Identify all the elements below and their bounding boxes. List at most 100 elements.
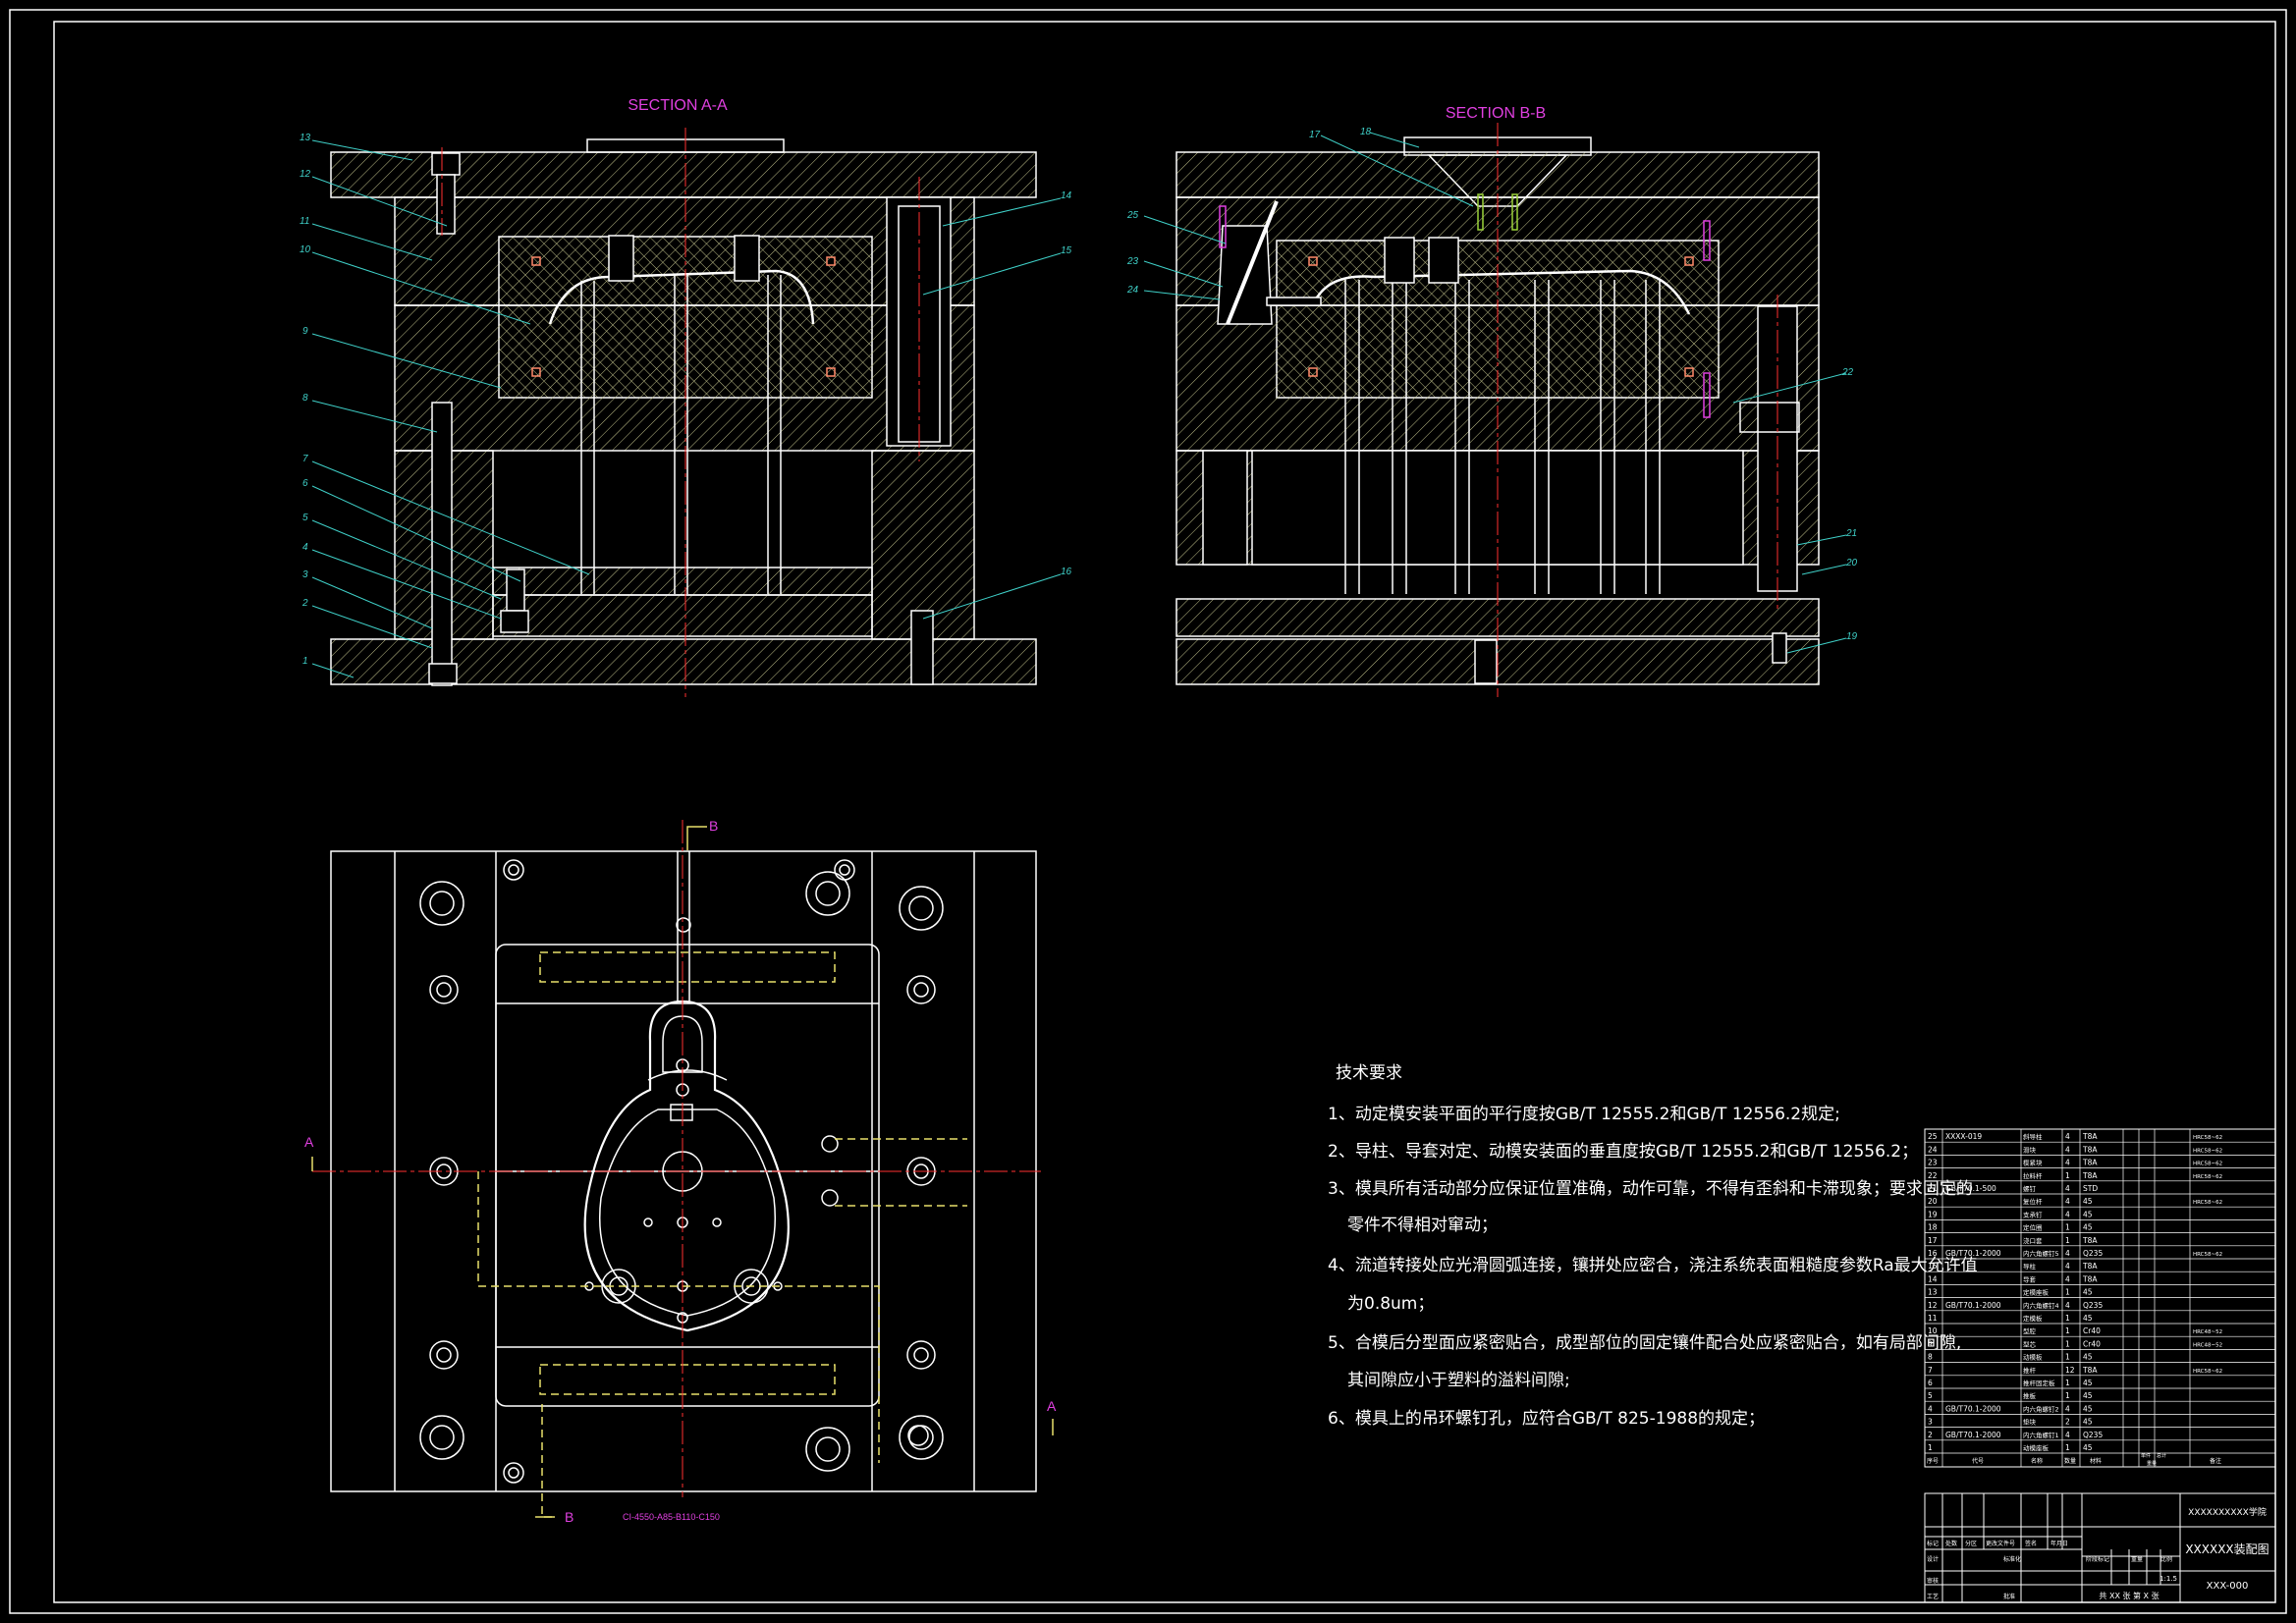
- school-name: XXXXXXXXXX学院: [2188, 1506, 2267, 1518]
- balloon-19: 19: [1846, 631, 1858, 642]
- bom-cell-code: GB/T70.1-2000: [1945, 1301, 2001, 1310]
- bom-cell-qty: 4: [2065, 1210, 2070, 1218]
- balloon-24: 24: [1126, 285, 1139, 296]
- label-approve: 批准: [2003, 1593, 2015, 1600]
- bom-cell-no: 16: [1928, 1249, 1938, 1258]
- bom-cell-note: HRC58~62: [2193, 1162, 2222, 1167]
- bom-cell-material: T8A: [2082, 1236, 2098, 1245]
- bom-cell-name: 内六角螺钉4: [2023, 1301, 2059, 1310]
- bom-cell-qty: 4: [2065, 1132, 2070, 1141]
- balloon-1: 1: [302, 656, 308, 667]
- tech-line-6: 为0.8um；: [1347, 1294, 1434, 1314]
- bom-cell-note: HRC48~52: [2193, 1329, 2222, 1335]
- bom-cell-name: 浇口套: [2023, 1236, 2043, 1245]
- bom-cell-name: 内六角螺钉1: [2023, 1431, 2059, 1439]
- label-mark: 标记: [1927, 1540, 1939, 1547]
- balloon-23: 23: [1126, 256, 1139, 267]
- balloon-18: 18: [1360, 127, 1372, 137]
- bom-cell-name: 滑块: [2023, 1145, 2037, 1154]
- tech-title: 技术要求: [1336, 1063, 1402, 1083]
- balloon-13: 13: [300, 133, 311, 143]
- bom-cell-no: 19: [1928, 1210, 1938, 1218]
- bom-cell-name: 垫块: [2023, 1418, 2037, 1427]
- bom-cell-name: 型腔: [2023, 1326, 2037, 1335]
- bom-cell-note: HRC58~62: [2193, 1200, 2222, 1206]
- bom-cell-no: 5: [1928, 1391, 1933, 1400]
- bom-cell-qty: 4: [2065, 1274, 2070, 1283]
- bom-cell-name: 复位杆: [2023, 1197, 2043, 1206]
- bom-cell-qty: 4: [2065, 1249, 2070, 1258]
- balloon-7: 7: [302, 454, 308, 464]
- bom-cell-name: 支承钉: [2023, 1210, 2043, 1218]
- bom-cell-no: 12: [1928, 1301, 1938, 1310]
- bom-cell-material: 45: [2083, 1223, 2093, 1232]
- section-aa-balloons: 1 2 3 4 5 6 7 8 9 10 11 12 13 14 15 16: [300, 133, 1072, 667]
- tech-line-3: 3、模具所有活动部分应保证位置准确，动作可靠，不得有歪斜和卡滞现象；要求固定的: [1328, 1179, 1973, 1199]
- section-mark-labels: B B A A CI-4550-A85-B110-C150: [304, 818, 1057, 1525]
- bom-cell-name: 推杆: [2023, 1366, 2037, 1375]
- hidden-features: [477, 951, 967, 1518]
- bom-cell-material: T8A: [2082, 1366, 2098, 1375]
- tech-line-1: 1、动定模安装平面的平行度按GB/T 12555.2和GB/T 12556.2规…: [1328, 1105, 1840, 1124]
- title-block-text: XXXXXXXXXX学院 XXXXXX装配图 XXX-000 共 XX 张 第 …: [1927, 1506, 2269, 1600]
- bom-cell-code: GB/T70.1-2000: [1945, 1404, 2001, 1413]
- label-change-no: 更改文件号: [1986, 1540, 2015, 1547]
- bom-cell-name: 推杆固定板: [2023, 1379, 2055, 1387]
- bom-header-no: 序号: [1927, 1457, 1939, 1465]
- label-check: 审核: [1927, 1577, 1939, 1585]
- bom-cell-no: 7: [1928, 1366, 1933, 1375]
- tech-line-7: 5、合模后分型面应紧密贴合，成型部位的固定镶件配合处应紧密贴合，如有局部间隙,: [1328, 1332, 1961, 1353]
- bom-cell-qty: 12: [2065, 1366, 2075, 1375]
- bom-cell-name: 内六角螺钉2: [2023, 1404, 2059, 1413]
- balloon-17: 17: [1309, 130, 1321, 140]
- section-mark-a-right: A: [1047, 1398, 1057, 1414]
- bom-cell-name: 斜导柱: [2023, 1132, 2043, 1141]
- label-date: 年月日: [2050, 1540, 2068, 1547]
- bom-cell-note: HRC58~62: [2193, 1148, 2222, 1154]
- bom-cell-material: 45: [2083, 1379, 2093, 1387]
- bom-cell-name: 动模座板: [2023, 1443, 2050, 1452]
- guide-pin-holes: [419, 871, 944, 1472]
- technical-requirements: 技术要求 1、动定模安装平面的平行度按GB/T 12555.2和GB/T 125…: [1328, 1063, 1978, 1429]
- section-bb-balloons: 17 18 19 20 21 22 23 24 25: [1126, 127, 1858, 642]
- bom-cell-material: 45: [2083, 1404, 2093, 1413]
- bom-cell-note: HRC48~52: [2193, 1342, 2222, 1348]
- bom-cell-qty: 1: [2065, 1443, 2070, 1452]
- balloon-8: 8: [302, 393, 308, 404]
- tech-line-5: 4、流道转接处应光滑圆弧连接，镶拼处应密合，浇注系统表面粗糙度参数Ra最大允许值: [1328, 1255, 1978, 1275]
- balloon-4: 4: [302, 542, 308, 553]
- balloon-3: 3: [302, 569, 308, 580]
- section-mark-b-bottom: B: [565, 1509, 574, 1525]
- bom-cell-no: 17: [1928, 1236, 1938, 1245]
- bom-cell-qty: 4: [2065, 1431, 2070, 1439]
- bom-cell-material: Cr40: [2083, 1326, 2101, 1335]
- balloon-25: 25: [1126, 210, 1139, 221]
- scale-value: 1:1.5: [2159, 1575, 2177, 1583]
- bom-cell-qty: 1: [2065, 1391, 2070, 1400]
- bom-cell-qty: 1: [2065, 1379, 2070, 1387]
- bom-cell-note: HRC58~62: [2193, 1369, 2222, 1375]
- bom-cell-no: 25: [1928, 1132, 1938, 1141]
- bom-cell-material: T8A: [2082, 1132, 2098, 1141]
- bom-cell-note: HRC58~62: [2193, 1174, 2222, 1180]
- bom-cell-qty: 4: [2065, 1184, 2070, 1193]
- bom-cell-material: STD: [2083, 1184, 2098, 1193]
- bom-cell-material: T8A: [2082, 1262, 2098, 1271]
- bom-cell-no: 11: [1928, 1314, 1938, 1323]
- balloon-15: 15: [1061, 245, 1072, 256]
- plan-spec-code: CI-4550-A85-B110-C150: [623, 1512, 720, 1522]
- label-count: 处数: [1945, 1540, 1957, 1547]
- bom-cell-material: 45: [2083, 1418, 2093, 1427]
- section-bb-title: SECTION B-B: [1446, 105, 1546, 122]
- balloon-16: 16: [1061, 567, 1072, 577]
- bom-cell-qty: 1: [2065, 1326, 2070, 1335]
- bom-cell-qty: 4: [2065, 1262, 2070, 1271]
- bom-cell-material: 45: [2083, 1443, 2093, 1452]
- bom-cell-no: 4: [1928, 1404, 1933, 1413]
- bom-cell-no: 15: [1928, 1262, 1938, 1271]
- sheet-count: 共 XX 张 第 X 张: [2099, 1591, 2159, 1600]
- bom-cell-no: 6: [1928, 1379, 1933, 1387]
- bom-cell-name: 导柱: [2023, 1262, 2037, 1271]
- bom-cell-name: 楔紧块: [2023, 1159, 2043, 1167]
- tech-line-9: 6、模具上的吊环螺钉孔，应符合GB/T 825-1988的规定；: [1328, 1409, 1765, 1429]
